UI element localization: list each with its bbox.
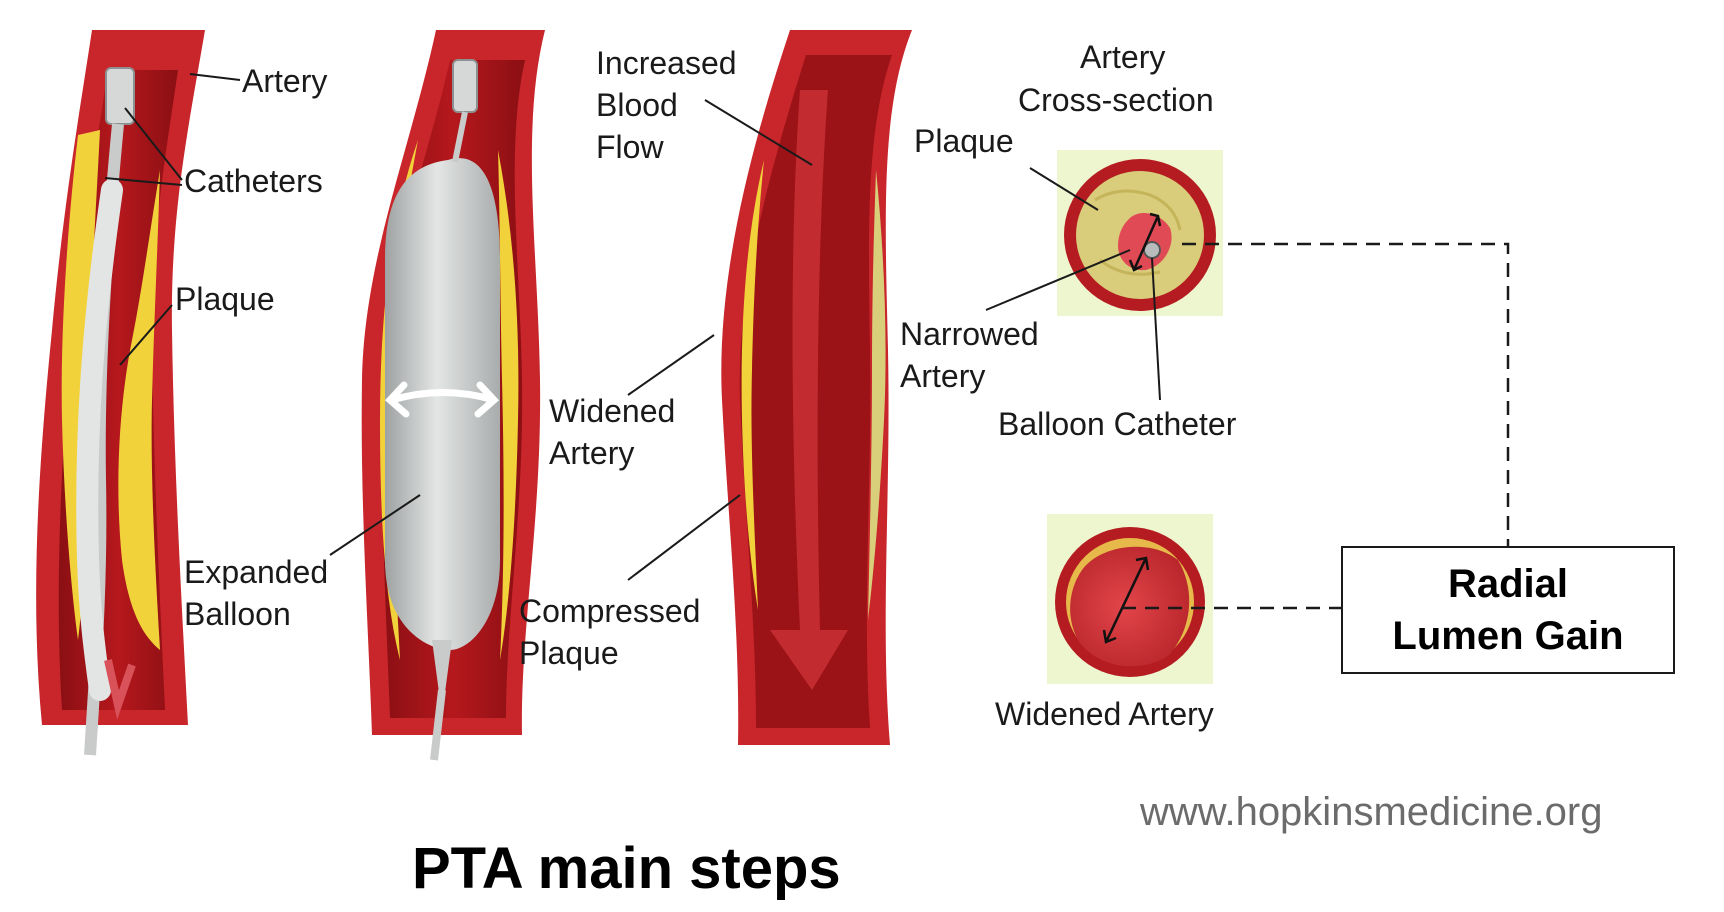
plaque-label-1: Plaque — [175, 281, 275, 317]
narrowed-label-line1: Narrowed — [900, 316, 1039, 352]
cross-section-widened: Widened Artery — [995, 514, 1214, 732]
compressed-leader — [628, 495, 740, 580]
cross-section-title-line1: Artery — [1080, 39, 1165, 75]
gain-box-line2: Lumen Gain — [1392, 610, 1623, 662]
panel-3-widened-artery: Increased Blood Flow Widened Artery Comp… — [519, 30, 912, 745]
increased-label-line1: Increased — [596, 45, 737, 81]
increased-label-line2: Blood — [596, 87, 678, 123]
increased-label-line3: Flow — [596, 129, 664, 165]
panel-1-catheter-insertion: Artery Catheters Plaque — [36, 30, 327, 755]
widened-label-line1: Widened — [549, 393, 675, 429]
artery-label: Artery — [242, 63, 327, 99]
cross-section-narrowed: Artery Cross-section Plaque Narrowed Art… — [900, 39, 1237, 442]
catheter-tip — [453, 60, 477, 112]
dashed-connector-top — [1182, 244, 1508, 546]
cs-plaque-label: Plaque — [914, 123, 1014, 159]
compressed-label-line2: Plaque — [519, 635, 619, 671]
panel-2-balloon-expansion: Expanded Balloon — [184, 30, 545, 760]
widened-leader — [628, 335, 714, 395]
expanded-label-line1: Expanded — [184, 554, 328, 590]
widened-lumen — [1070, 547, 1189, 666]
artery-leader — [190, 74, 240, 80]
catheters-label: Catheters — [184, 163, 323, 199]
narrowed-label-line2: Artery — [900, 358, 985, 394]
widened-label-line2: Artery — [549, 435, 634, 471]
gain-box-line1: Radial — [1448, 558, 1568, 610]
radial-lumen-gain-box: Radial Lumen Gain — [1341, 546, 1675, 674]
compressed-label-line1: Compressed — [519, 593, 700, 629]
expanded-balloon — [385, 158, 500, 650]
figure-caption: PTA main steps — [412, 835, 841, 902]
expanded-label-line2: Balloon — [184, 596, 291, 632]
widened-artery-label: Widened Artery — [995, 696, 1214, 732]
cross-section-title-line2: Cross-section — [1018, 82, 1214, 118]
source-url: www.hopkinsmedicine.org — [1140, 790, 1602, 835]
balloon-catheter-label: Balloon Catheter — [998, 406, 1237, 442]
